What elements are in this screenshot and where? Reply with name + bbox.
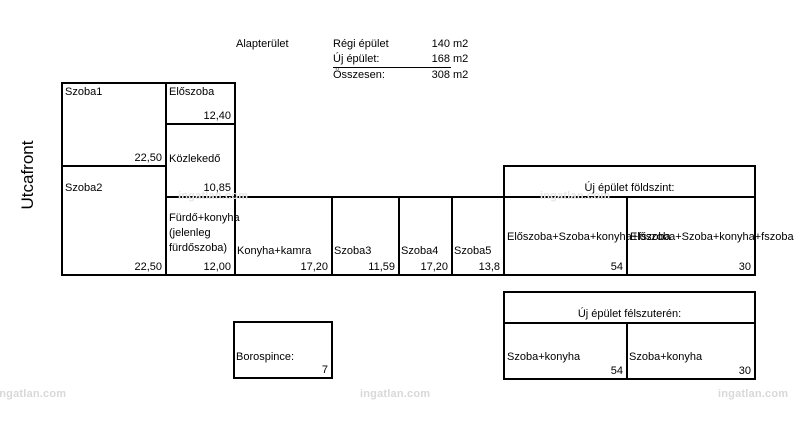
- room-szoba3: Szoba3 11,59: [331, 196, 400, 276]
- summary-old-value: 140: [431, 38, 450, 50]
- room-area: 12,40: [203, 110, 231, 122]
- room-szoba5: Szoba5 13,8: [451, 196, 505, 276]
- room-name: Szoba2: [65, 182, 103, 194]
- room-szoba2: Szoba2 22,50: [61, 165, 167, 276]
- room-area: 10,85: [203, 182, 231, 194]
- room-area: 22,50: [134, 152, 162, 164]
- room-borospince: Borospince: 7: [233, 321, 333, 379]
- new-basement-unit-2: Szoba+konyha 30: [626, 322, 756, 380]
- room-area: 13,8: [478, 261, 500, 273]
- watermark: ingatlan.com: [540, 190, 611, 202]
- unit-name: Szoba+konyha: [629, 351, 703, 363]
- unit-name: Előszoba+Szoba+konyha+fszoba: [630, 231, 794, 243]
- summary-total-unit: m2: [453, 69, 469, 81]
- unit-name: Szoba+konyha: [507, 351, 581, 363]
- area-summary: Régi épület 140 m2 Új épület: 168 m2 Öss…: [333, 37, 473, 85]
- room-szoba1: Szoba1 22,50: [61, 82, 167, 167]
- room-eloszoba: Előszoba 12,40: [165, 82, 236, 125]
- room-name: Szoba4: [401, 245, 439, 257]
- room-name: Borospince:: [236, 351, 295, 363]
- summary-total-label: Összesen:: [333, 69, 385, 81]
- new-basement-title: Új épület félszuterén:: [577, 308, 682, 320]
- room-name: Szoba3: [334, 245, 372, 257]
- room-konyha-kamra: Konyha+kamra 17,20: [234, 196, 333, 276]
- room-area: 7: [321, 364, 328, 376]
- room-area: 12,00: [203, 261, 231, 273]
- unit-name: Előszoba+Szoba+konyha+fszoba: [507, 231, 671, 243]
- unit-area: 30: [738, 261, 751, 273]
- summary-new-unit: m2: [453, 53, 469, 65]
- watermark: ingatlan.com: [178, 190, 249, 202]
- new-basement-header: Új épület félszuterén:: [503, 291, 756, 324]
- room-area: 17,20: [420, 261, 448, 273]
- new-ground-unit-2: Előszoba+Szoba+konyha+fszoba 30: [626, 196, 794, 276]
- room-name: Konyha+kamra: [237, 245, 312, 257]
- watermark: ingatlan.com: [0, 388, 67, 400]
- unit-area: 54: [610, 365, 623, 377]
- street-front-label: Utcafront: [18, 140, 37, 210]
- summary-new-value: 168: [431, 53, 450, 65]
- room-kozlekedo: Közlekedő 10,85: [165, 123, 236, 198]
- unit-area: 30: [738, 365, 751, 377]
- room-name: Előszoba: [169, 86, 215, 98]
- room-area: 17,20: [300, 261, 328, 273]
- new-basement-unit-1: Szoba+konyha 54: [503, 322, 628, 380]
- watermark: ingatlan.com: [718, 388, 789, 400]
- new-ground-title: Új épület földszint:: [584, 182, 675, 194]
- summary-total-value: 308: [431, 69, 450, 81]
- new-ground-unit-1: Előszoba+Szoba+konyha+fszoba 54: [503, 196, 671, 276]
- room-name: Közlekedő: [169, 153, 221, 165]
- room-szoba4: Szoba4 17,20: [398, 196, 453, 276]
- summary-new-label: Új épület:: [333, 53, 380, 65]
- room-furdo-konyha: Fürdő+konyha (jelenleg fürdőszoba) 12,00: [165, 196, 240, 276]
- room-name: Fürdő+konyha (jelenleg fürdőszoba): [169, 212, 240, 254]
- room-name: Szoba1: [65, 86, 103, 98]
- watermark: ingatlan.com: [360, 388, 431, 400]
- room-area: 22,50: [134, 261, 162, 273]
- summary-old-label: Régi épület: [333, 38, 389, 50]
- unit-area: 54: [610, 261, 623, 273]
- summary-old-unit: m2: [453, 38, 469, 50]
- room-name: Szoba5: [454, 245, 492, 257]
- summary-rule: [333, 67, 451, 68]
- room-area: 11,59: [368, 261, 395, 273]
- area-header: Alapterület: [236, 38, 289, 50]
